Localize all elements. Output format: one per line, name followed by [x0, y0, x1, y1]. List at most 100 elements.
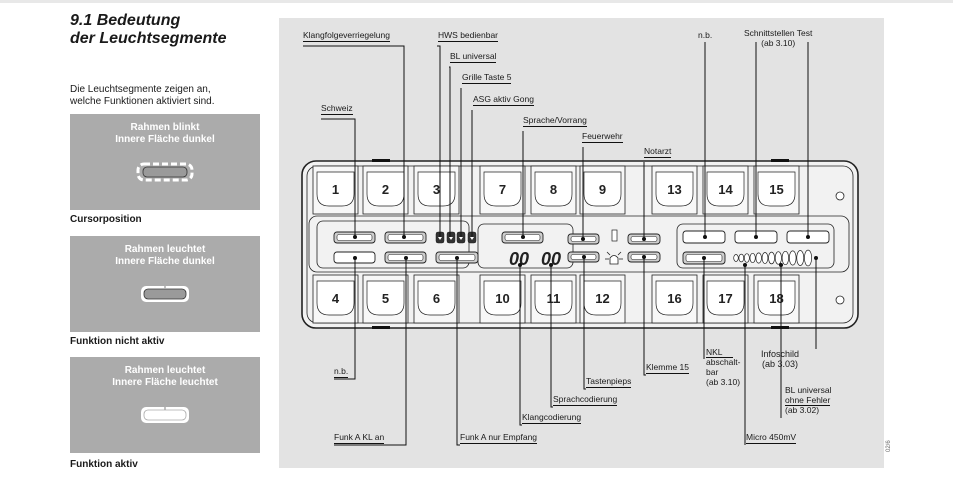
leader-sprachcodierung: [550, 265, 553, 408]
leader-klangfolge-dot: [402, 235, 406, 239]
key-4-number: 4: [332, 291, 340, 306]
leader-sprachcodierung-dot: [549, 263, 553, 267]
key-11-number: 11: [547, 291, 561, 306]
clip-bar: [372, 326, 390, 329]
key-4-cap: [316, 280, 355, 316]
leader-bl: [449, 66, 451, 237]
key-6-cap: [417, 280, 456, 316]
label-sprache-vorrang: Sprache/Vorrang: [523, 115, 587, 127]
key-16-cap: [655, 280, 694, 316]
leader-notarzt-dot: [642, 237, 646, 241]
key-18-number: 18: [769, 291, 783, 306]
key-14-cap: [706, 171, 745, 207]
key-16-number: 16: [667, 291, 681, 306]
key-15-number: 15: [769, 182, 783, 197]
legend-label-active: Funktion aktiv: [70, 459, 138, 470]
label-grille-taste-5: Grille Taste 5: [462, 72, 512, 84]
key-13-number: 13: [667, 182, 681, 197]
leader-schweiz-dot: [353, 235, 357, 239]
section-title-line2: der Leuchtsegmente: [70, 30, 227, 47]
leader-tastenpieps-dot: [582, 255, 586, 259]
leader-bl-ohne-dot: [779, 263, 783, 267]
leader-funk-empfang-dot: [455, 256, 459, 260]
legend-caption-line2: Innere Fläche leuchtet: [112, 377, 218, 388]
label-asg-aktiv-gong: ASG aktiv Gong: [473, 94, 534, 106]
led-bar-segment: [788, 250, 797, 266]
key-1-cap: [316, 171, 355, 207]
leader-hws: [437, 45, 441, 237]
leader-infoschild-dot: [814, 256, 818, 260]
led-bar-segment: [749, 252, 756, 264]
key-17-cap: [706, 280, 745, 316]
label-bl-ohne-line1: BL universal: [785, 385, 832, 395]
intro-line2: welche Funktionen aktiviert sind.: [70, 96, 215, 107]
beacon-ray: [606, 251, 611, 256]
label-schweiz: Schweiz: [321, 103, 353, 115]
led-bar-segment: [796, 250, 805, 266]
led-bar-segment: [781, 250, 790, 266]
display-digits-2: 00: [541, 249, 561, 269]
leader-sprache-dot: [521, 235, 525, 239]
led-bar-segment: [774, 251, 782, 265]
key-6-number: 6: [433, 291, 440, 306]
led-bar-segment: [738, 253, 745, 263]
legend-caption-line2: Innere Fläche dunkel: [115, 134, 215, 145]
led-bar-segment: [733, 254, 739, 262]
label-schnittstellen-line1: Schnittstellen Test: [744, 28, 813, 38]
legend-caption-line1: Rahmen leuchtet: [124, 244, 206, 255]
section-title-line1: 9.1 Bedeutung: [70, 12, 181, 29]
mounting-hole-icon: [835, 191, 845, 201]
key-3-cap: [417, 171, 456, 207]
key-2-number: 2: [382, 182, 389, 197]
label-micro-450mv: Micro 450mV: [746, 432, 797, 444]
mounting-hole-icon: [835, 295, 845, 305]
label-sprachcodierung: Sprachcodierung: [553, 394, 618, 406]
leader-nb-bottom-dot: [353, 256, 357, 260]
legend-caption-line1: Rahmen blinkt: [130, 122, 200, 133]
label-klangfolgeverriegelung: Klangfolgeverriegelung: [303, 30, 390, 42]
leader-klangfolge: [303, 45, 405, 237]
key-5-cap: [366, 280, 405, 316]
label-hws-bedienbar: HWS bedienbar: [438, 30, 499, 42]
label-bl-universal-ohne-fehler: BL universal ohne Fehler (ab 3.02): [785, 385, 831, 415]
label-nkl-line2: abschalt-: [706, 357, 741, 367]
label-nkl-abschaltbar: NKL abschalt- bar (ab 3.10): [706, 347, 741, 387]
label-bl-ohne-line3: (ab 3.02): [785, 405, 820, 415]
beacon-icon: [609, 255, 619, 265]
leader-schweiz: [321, 118, 356, 237]
leader-feuerwehr-dot: [581, 237, 585, 241]
led-bar-segment: [755, 252, 762, 264]
key-1-number: 1: [332, 182, 339, 197]
segment-switch-arrow-1: [438, 237, 442, 240]
leader-klangcodierung-dot: [518, 263, 522, 267]
segment-group-middle: [477, 223, 574, 269]
key-7-number: 7: [499, 182, 506, 197]
leader-nb-bottom: [334, 258, 356, 380]
label-nkl-line3: bar: [706, 367, 719, 377]
key-8-number: 8: [550, 182, 557, 197]
label-nkl-line1: NKL: [706, 347, 733, 358]
leader-klemme: [643, 257, 646, 376]
leader-tastenpieps: [583, 257, 586, 390]
segment-strip: [308, 215, 850, 273]
display-digits-1: 00: [509, 249, 529, 269]
led-bar-segment: [743, 253, 750, 263]
leader-funk-kl: [334, 258, 407, 446]
key-8-cap: [534, 171, 573, 207]
legend-box-inactive: Rahmen leuchtet Innere Fläche dunkel: [70, 236, 260, 332]
segment-switch-arrow-2: [449, 237, 453, 240]
legend-caption-line2: Innere Fläche dunkel: [115, 256, 215, 267]
label-feuerwehr: Feuerwehr: [582, 131, 623, 143]
key-3-number: 3: [433, 182, 440, 197]
clip-bar: [372, 159, 390, 162]
label-schnittstellen-line2: (ab 3.10): [761, 38, 796, 48]
legend-caption-line1: Rahmen leuchtet: [124, 365, 206, 376]
fully-lit-segment-icon: [141, 406, 189, 423]
key-11-cap: [534, 280, 573, 316]
intro-line1: Die Leuchtsegmente zeigen an,: [70, 84, 211, 95]
legend-label-cursor: Cursorposition: [70, 214, 142, 225]
leader-funk-kl-dot: [404, 256, 408, 260]
legend-box-active: Rahmen leuchtet Innere Fläche leuchtet: [70, 357, 260, 453]
